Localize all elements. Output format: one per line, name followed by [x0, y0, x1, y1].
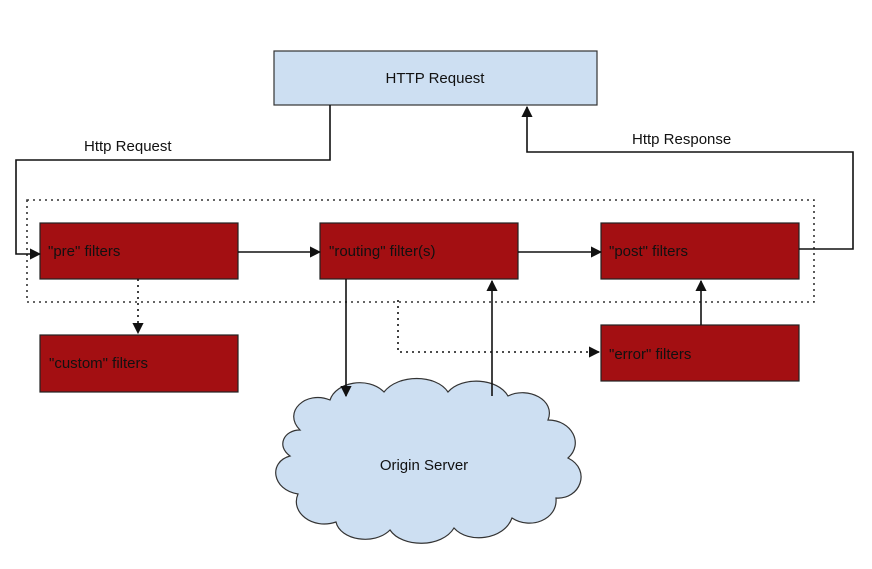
- post-filters-node: "post" filters: [600, 222, 800, 280]
- origin-server-cloud: [275, 377, 582, 544]
- edge-request-to-pre: [15, 105, 331, 260]
- post-filters-label: "post" filters: [609, 243, 688, 260]
- edge-label-http-response: Http Response: [632, 131, 731, 148]
- custom-filters-node: "custom" filters: [39, 334, 239, 393]
- custom-filters-label: "custom" filters: [49, 355, 148, 372]
- routing-filters-node: "routing" filter(s): [319, 222, 519, 280]
- origin-server-node: Origin Server: [275, 377, 582, 544]
- edge-post-to-response: [521, 105, 854, 250]
- routing-filters-label: "routing" filter(s): [329, 243, 436, 260]
- http-request-node-label: HTTP Request: [386, 70, 486, 87]
- error-filters-label: "error" filters: [609, 346, 691, 363]
- origin-server-label: Origin Server: [380, 457, 468, 474]
- pre-filters-node: "pre" filters: [39, 222, 239, 280]
- pre-filters-label: "pre" filters: [48, 243, 120, 260]
- edge-to-error: [397, 300, 601, 358]
- error-filters-node: "error" filters: [600, 324, 800, 382]
- http-request-node: HTTP Request: [273, 50, 598, 106]
- edge-label-http-request: Http Request: [84, 138, 172, 155]
